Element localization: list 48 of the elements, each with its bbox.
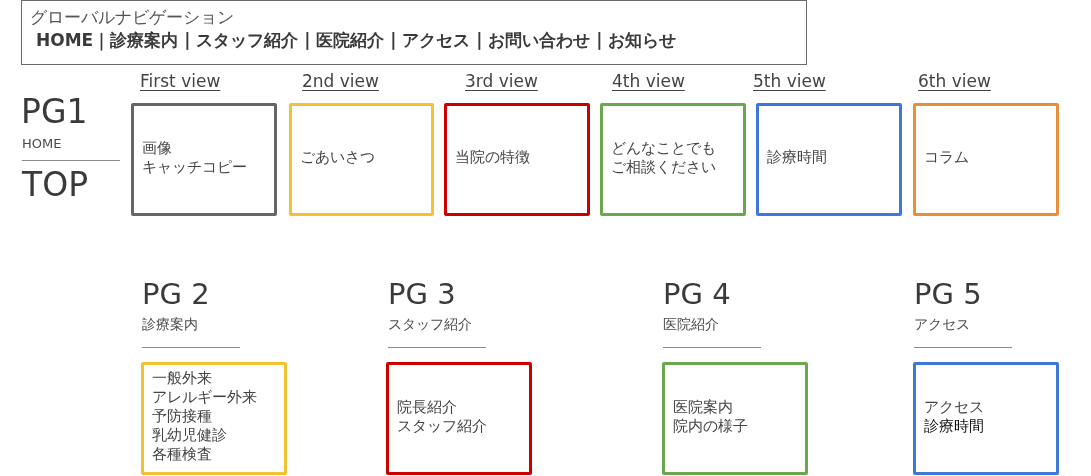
navigation-title: グローバルナビゲーション <box>30 6 234 28</box>
box-text: アクセス <box>924 397 984 417</box>
view-heading: 3rd view <box>465 70 538 92</box>
view-heading: 4th view <box>612 70 685 92</box>
content-box <box>600 103 746 216</box>
box-text: 院長紹介 <box>397 397 457 417</box>
box-text: 一般外来 <box>152 369 212 388</box>
page-number-heading: PG 3 <box>388 278 456 312</box>
page-number-heading: PG 4 <box>663 278 731 312</box>
navigation-menu-text: HOME｜診療案内 | スタッフ紹介 | 医院紹介 | アクセス | お問い合わせ | お知らせ <box>35 29 677 51</box>
page-number-heading: TOP <box>22 166 89 204</box>
global-navigation-box <box>21 0 807 65</box>
content-box <box>913 362 1059 475</box>
page-number-heading: PG 2 <box>142 278 210 312</box>
box-text: アレルギー外来 <box>152 388 257 407</box>
box-text: スタッフ紹介 <box>397 416 487 436</box>
page-name: スタッフ紹介 <box>388 316 472 333</box>
content-box <box>131 103 277 216</box>
page-name: 診療案内 <box>142 316 198 333</box>
box-text: 医院案内 <box>673 397 733 417</box>
page-number-heading: PG1 <box>21 93 88 131</box>
box-text: 各種検査 <box>152 445 212 464</box>
box-text: 院内の様子 <box>673 416 748 436</box>
content-box <box>386 362 532 475</box>
box-text: 画像 <box>142 138 172 158</box>
view-heading: 5th view <box>753 70 826 92</box>
content-box <box>662 362 808 475</box>
box-text: 診療時間 <box>924 416 984 436</box>
page-name: HOME <box>22 136 62 152</box>
view-heading: 2nd view <box>302 70 379 92</box>
content-box <box>756 103 902 216</box>
box-text: ごあいさつ <box>300 148 375 167</box>
content-box <box>141 362 287 475</box>
box-text: キャッチコピー <box>142 157 247 177</box>
view-heading: First view <box>140 70 221 92</box>
box-text: 当院の特徴 <box>455 148 530 167</box>
box-text: 乳幼児健診 <box>152 426 227 445</box>
box-text: どんなことでもご相談ください <box>611 138 717 177</box>
page-number-heading: PG 5 <box>914 278 982 312</box>
content-box <box>289 103 434 216</box>
view-heading: 6th view <box>918 70 991 92</box>
page-name: 医院紹介 <box>663 316 719 333</box>
box-text: 予防接種 <box>152 407 212 426</box>
content-box <box>444 103 590 216</box>
page-name: アクセス <box>914 316 970 333</box>
box-text: 診療時間 <box>767 148 827 167</box>
content-box <box>913 103 1059 216</box>
box-text: コラム <box>924 148 969 167</box>
